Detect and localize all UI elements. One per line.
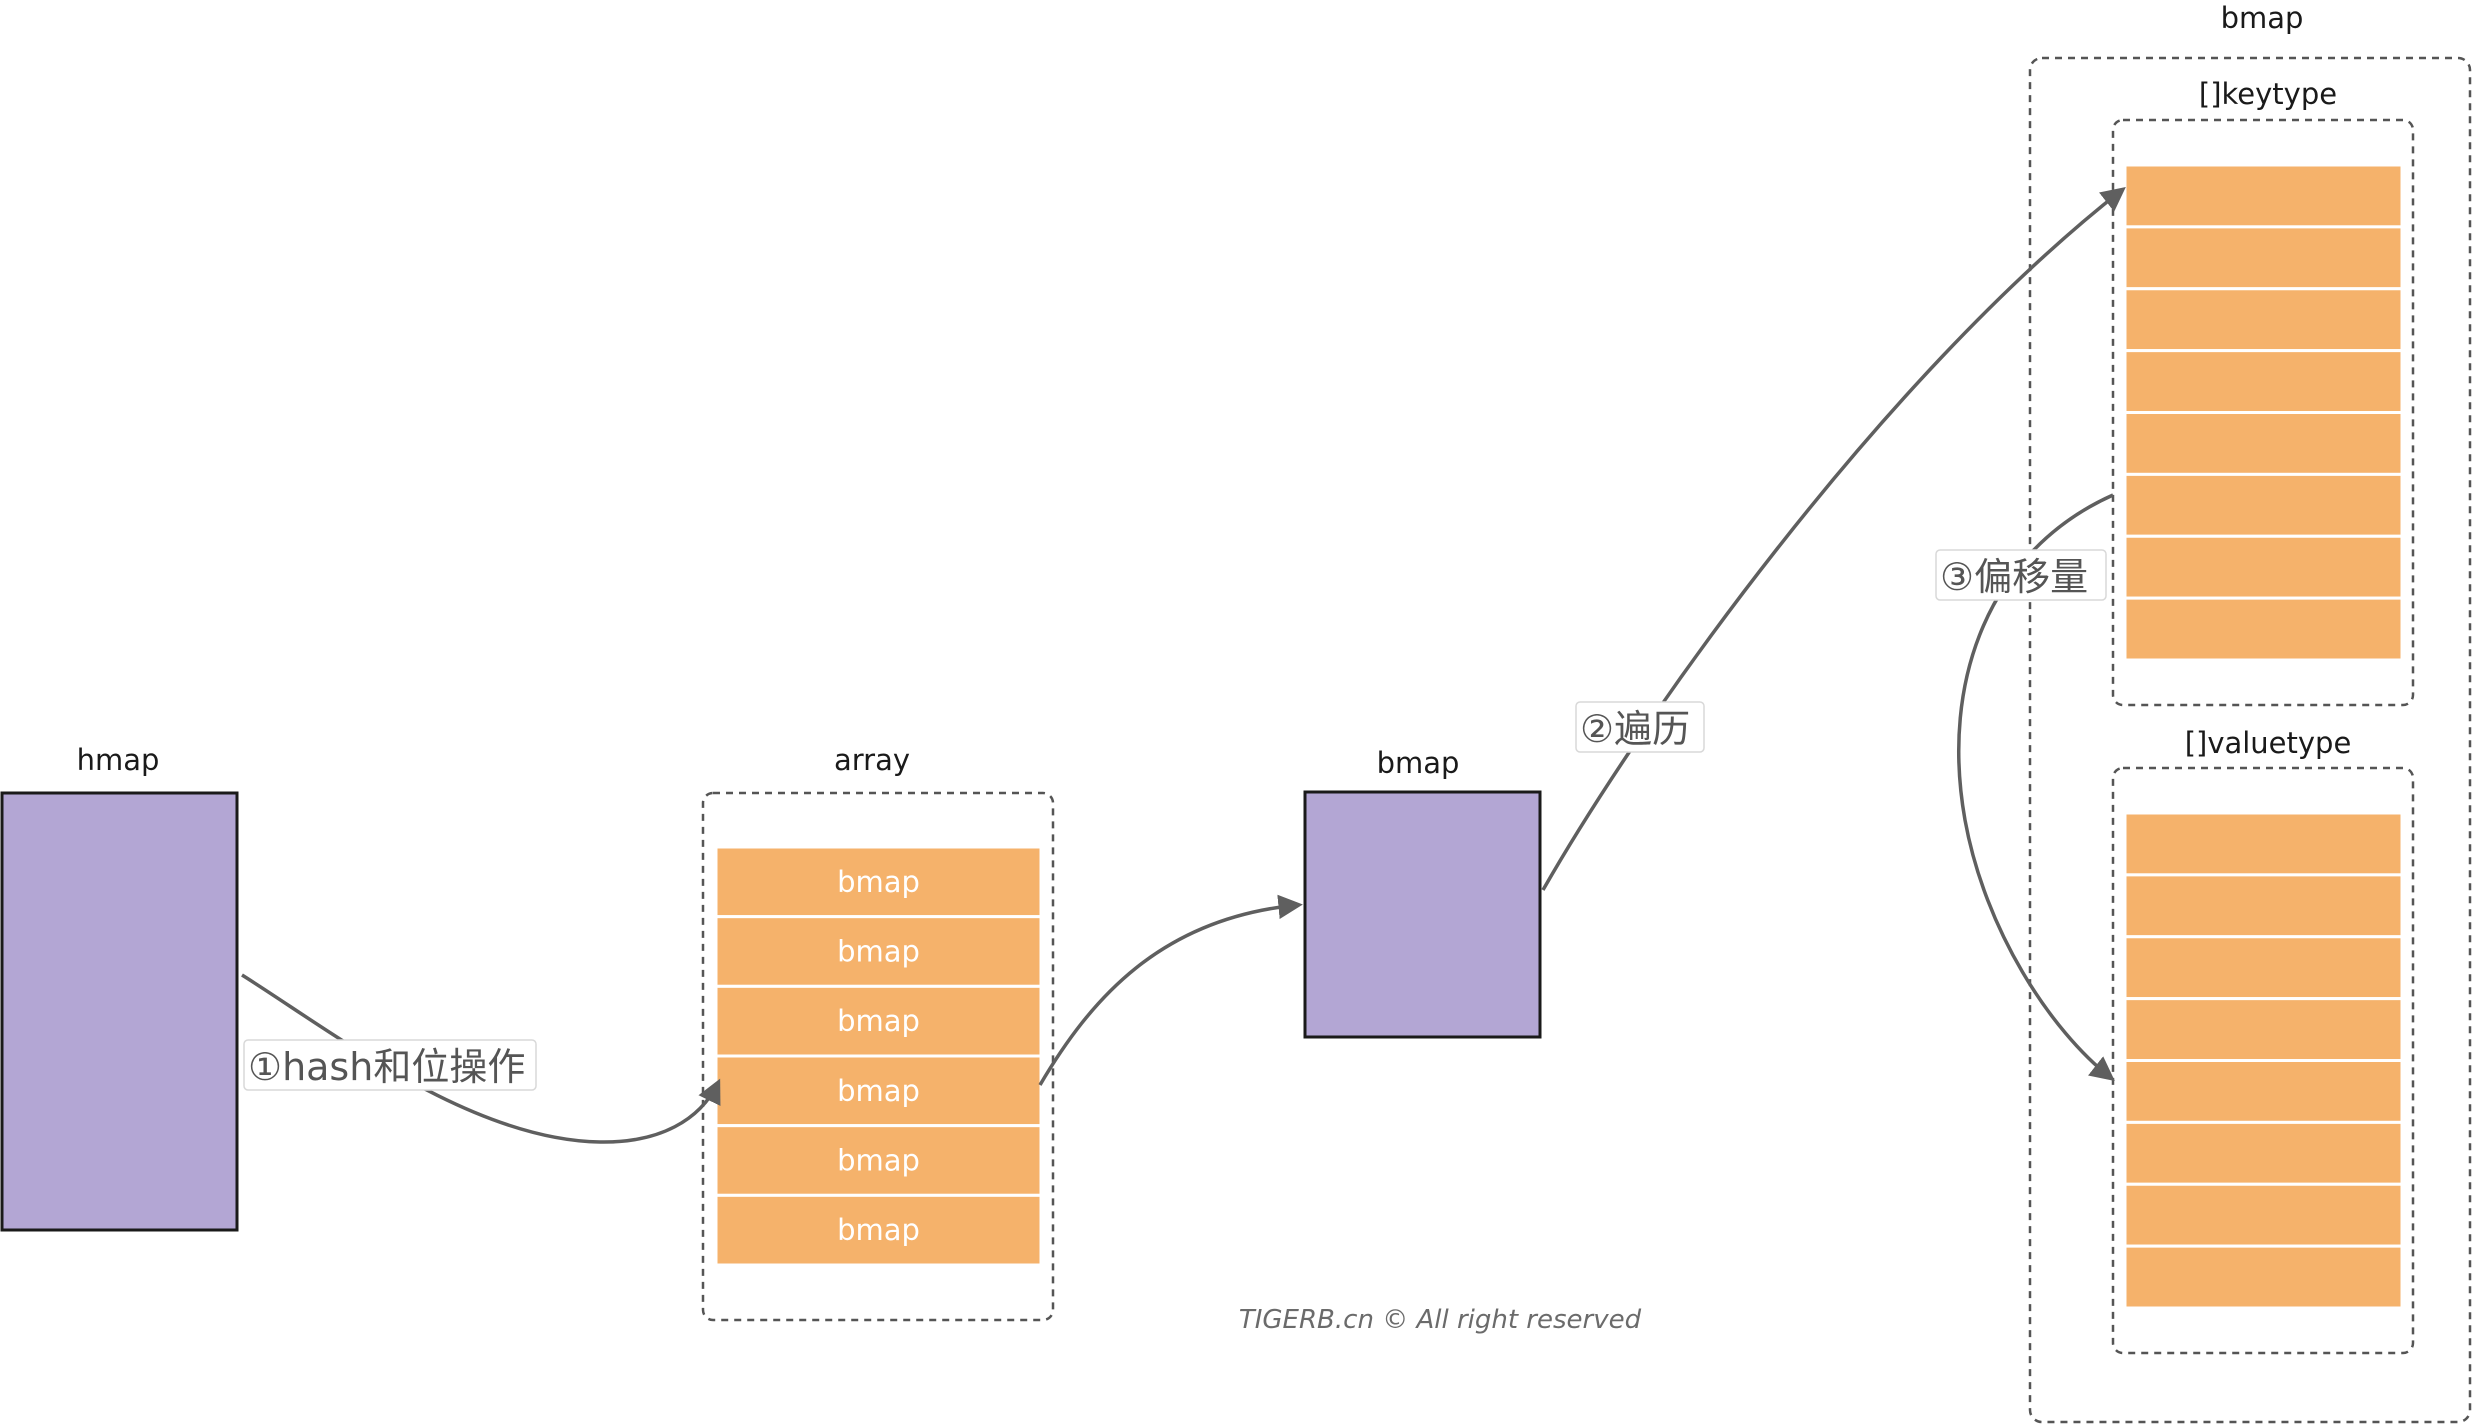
- array-cell: [714, 1124, 1043, 1197]
- valuetype-cell: [2123, 1182, 2404, 1248]
- bmap-large-label: bmap: [2221, 1, 2304, 35]
- array-cell-label: bmap: [837, 865, 920, 899]
- arrow-hmap-to-array: [241, 973, 721, 1144]
- valuetype-cell: [2123, 811, 2404, 877]
- valuetype-cell: [2123, 1059, 2404, 1124]
- step1-label: ①hash和位操作: [248, 1045, 525, 1089]
- keytype-cell: [2123, 287, 2404, 353]
- keytype-cell: [2123, 472, 2404, 538]
- array-container: [701, 791, 1055, 1322]
- array-cell: [714, 845, 1043, 919]
- step3-label-bg: [1935, 549, 2107, 601]
- array-label: array: [834, 743, 910, 777]
- hmap-label: hmap: [77, 743, 160, 777]
- keytype-cells: [2123, 163, 2404, 662]
- bmap-large-container: [2028, 56, 2472, 1424]
- keytype-cell: [2123, 411, 2404, 476]
- array-cells: bmap bmap bmap bmap bmap bmap: [714, 845, 1043, 1267]
- array-cell: [714, 915, 1043, 988]
- keytype-cell: [2123, 534, 2404, 600]
- valuetype-cell: [2123, 1120, 2404, 1186]
- valuetype-cells: [2123, 811, 2404, 1310]
- keytype-container: [2111, 118, 2415, 707]
- keytype-cell: [2123, 349, 2404, 414]
- step2-label: ②遍历: [1580, 707, 1690, 751]
- keytype-cell: [2123, 163, 2404, 229]
- array-cell-label: bmap: [837, 935, 920, 969]
- hmap-box: [0, 791, 239, 1232]
- keytype-cell: [2123, 225, 2404, 291]
- arrow-bmap-to-keytype: [1541, 186, 2126, 891]
- array-cell: [714, 1193, 1043, 1267]
- array-cell-label: bmap: [837, 1004, 920, 1038]
- valuetype-cell: [2123, 997, 2404, 1062]
- step3-label: ③偏移量: [1940, 555, 2088, 599]
- array-cell: [714, 1054, 1043, 1128]
- copyright-footer: TIGERB.cn © All right reserved: [1239, 1305, 1642, 1335]
- bmap-small-box: [1303, 790, 1542, 1039]
- step1-label-bg: [243, 1039, 537, 1091]
- keytype-label: []keytype: [2199, 77, 2337, 111]
- valuetype-cell: [2123, 1244, 2404, 1310]
- bmap-small-label: bmap: [1377, 746, 1460, 780]
- valuetype-label: []valuetype: [2185, 726, 2352, 760]
- valuetype-cell: [2123, 935, 2404, 1001]
- array-cell-label: bmap: [837, 1213, 920, 1247]
- step2-label-bg: [1575, 701, 1705, 753]
- arrow-array-to-bmap: [1038, 894, 1303, 1086]
- valuetype-cell: [2123, 873, 2404, 939]
- valuetype-container: [2111, 766, 2415, 1355]
- keytype-cell: [2123, 596, 2404, 662]
- array-cell-label: bmap: [837, 1074, 920, 1108]
- array-cell-label: bmap: [837, 1144, 920, 1178]
